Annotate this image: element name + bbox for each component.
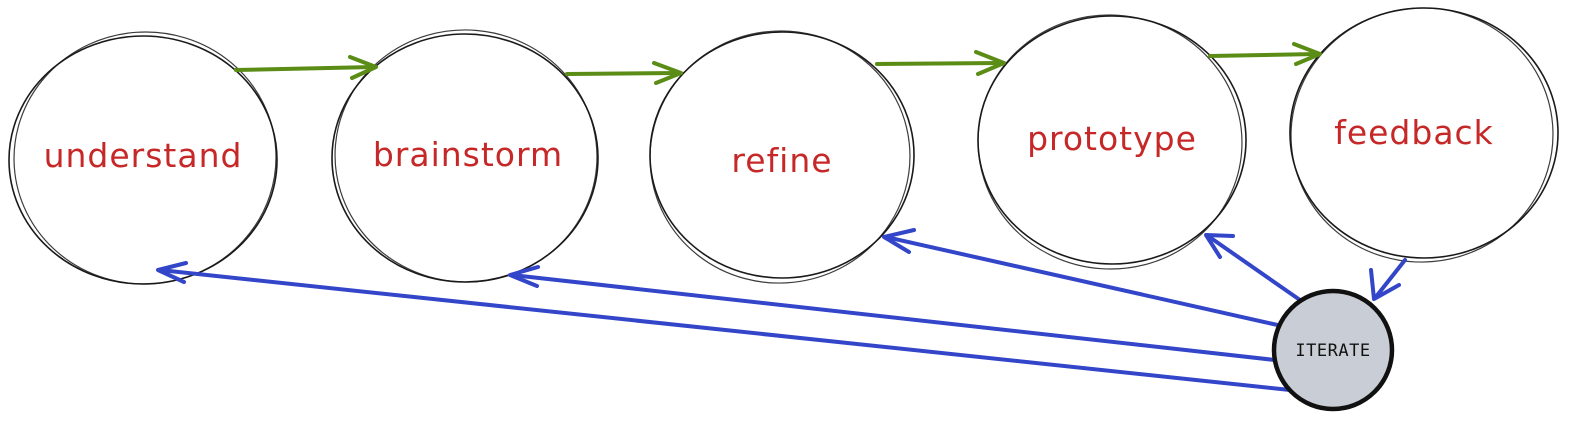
stage-brainstorm-label: brainstorm	[373, 135, 563, 174]
iterate-arrows	[156, 228, 1407, 392]
stage-feedback-label: feedback	[1334, 113, 1494, 152]
stage-feedback-circle-sketch	[1290, 7, 1554, 263]
arrow-feedback-to-iterate	[1369, 258, 1407, 301]
stage-brainstorm-circle-sketch	[334, 29, 598, 283]
stage-understand: understand	[8, 31, 278, 285]
stage-refine-circle-sketch	[649, 30, 911, 284]
stage-feedback: feedback	[1289, 7, 1559, 263]
iterate-label: ITERATE	[1295, 341, 1370, 361]
arrow-refine-to-prototype	[875, 50, 1006, 76]
arrow-prototype-to-feedback	[1208, 42, 1322, 66]
arrow-understand-to-brainstorm	[234, 55, 378, 80]
stage-refine: refine	[649, 30, 915, 284]
stage-refine-label: refine	[731, 141, 832, 180]
forward-arrows	[234, 42, 1322, 85]
stage-brainstorm: brainstorm	[331, 29, 599, 283]
arrow-brainstorm-to-refine	[565, 61, 683, 85]
stage-understand-label: understand	[44, 136, 243, 175]
stage-prototype-label: prototype	[1027, 119, 1197, 158]
iterate-node: ITERATE	[1271, 288, 1395, 412]
stage-prototype-circle-sketch	[977, 14, 1243, 270]
stage-understand-circle-sketch	[13, 31, 277, 285]
arrow-iterate-to-brainstorm	[508, 265, 1277, 362]
stage-prototype: prototype	[977, 14, 1247, 270]
arrow-iterate-to-understand	[156, 261, 1292, 392]
arrow-iterate-to-refine	[882, 228, 1284, 328]
iterate-circle	[1271, 288, 1395, 412]
arrow-iterate-to-prototype	[1204, 233, 1302, 302]
